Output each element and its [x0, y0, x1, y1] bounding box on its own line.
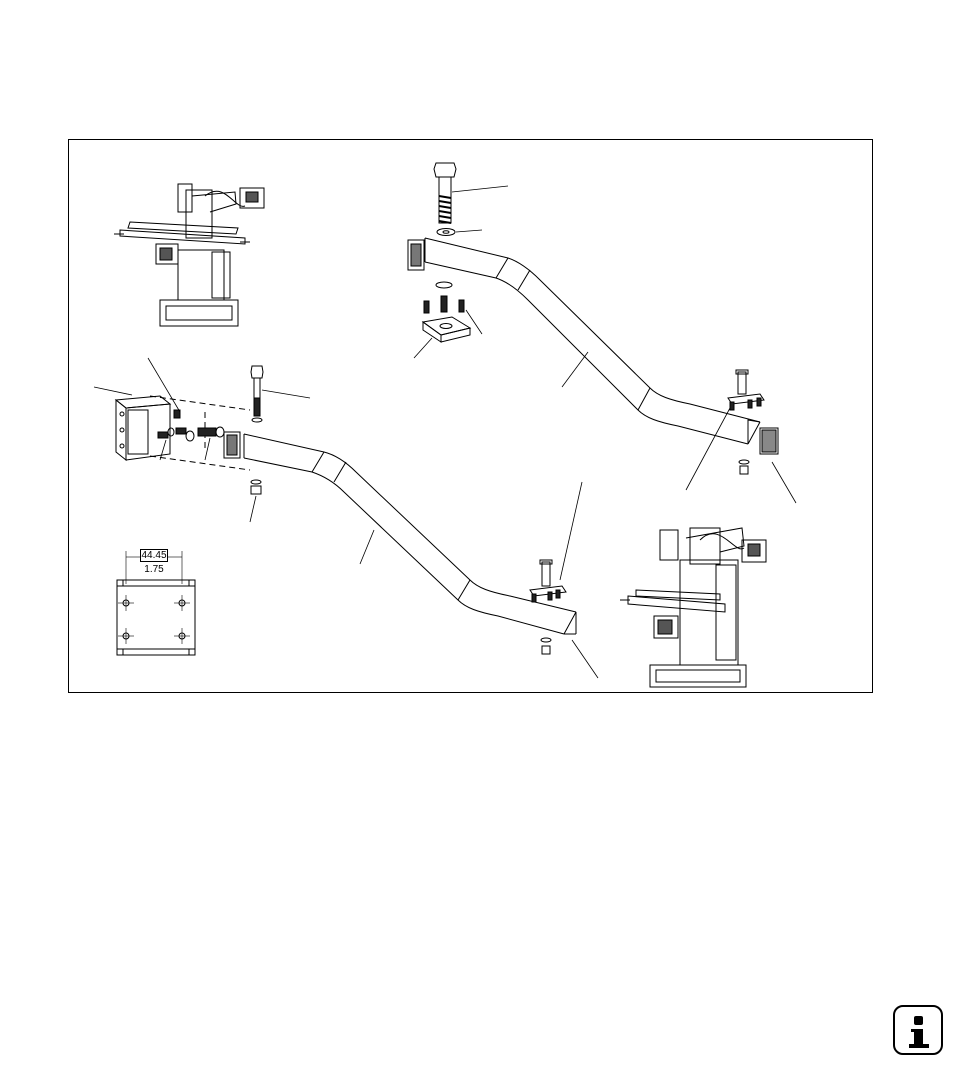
upper-arm-assembly	[407, 162, 779, 475]
dimension-label-imperial: 1.75	[144, 564, 164, 575]
diagram-frame	[68, 139, 873, 693]
dimension-label-metric: 44.45	[140, 549, 168, 562]
milling-machine-top-left	[114, 183, 265, 327]
milling-machine-bottom-right	[620, 527, 767, 688]
lower-arm-assembly	[114, 365, 577, 655]
leader-lines-top	[413, 185, 797, 504]
info-icon	[893, 1005, 943, 1055]
dimension-detail	[116, 551, 196, 656]
leader-lines-lower	[93, 357, 599, 679]
